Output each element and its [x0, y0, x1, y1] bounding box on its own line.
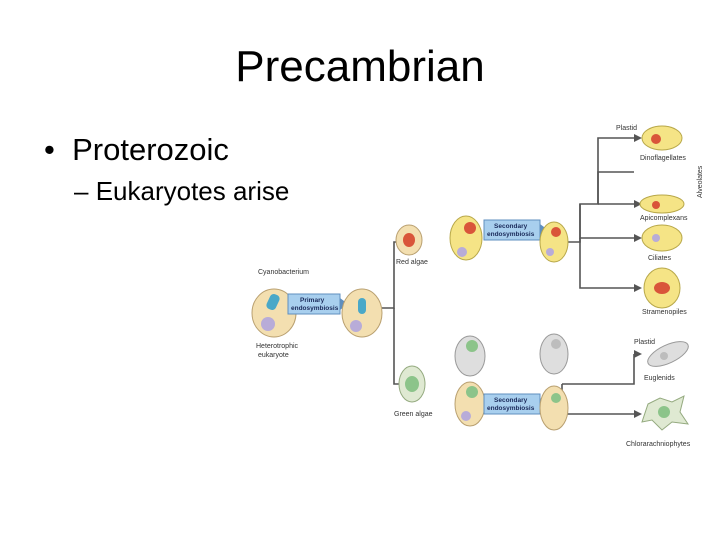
chlorarachniophytes-label: Chlorarachniophytes: [626, 441, 691, 448]
euglenid-cell: [647, 341, 689, 367]
primary-label-2: endosymbiosis: [291, 305, 339, 312]
dinoflagellates-label: Dinoflagellates: [640, 155, 686, 162]
primary-label-1: Primary: [300, 297, 325, 304]
green-secondary-result-upper: [539, 333, 569, 375]
apicomplexan-cell: [639, 194, 685, 214]
green-secondary-host-upper: [454, 335, 486, 377]
stramenopiles-label: Stramenopiles: [642, 309, 687, 316]
endosymbiosis-diagram: Cyanobacterium Heterotrophic eukaryote P…: [251, 125, 704, 448]
secondary-bottom-label-2: endosymbiosis: [487, 405, 535, 412]
green-secondary-result-lower: [539, 385, 569, 431]
ciliate-cell: [641, 224, 683, 252]
plastid-top-label: Plastid: [616, 125, 637, 132]
bullet-level1-text: Proterozoic: [72, 132, 229, 167]
top-secondary-box: Secondary endosymbiosis: [483, 219, 548, 241]
secondary-top-label-2: endosymbiosis: [487, 231, 535, 238]
cyanobacterium-label: Cyanobacterium: [258, 269, 309, 276]
ciliates-label: Ciliates: [648, 255, 671, 262]
dinoflagellate-cell: [641, 125, 683, 151]
euglenids-label: Euglenids: [644, 375, 675, 382]
secondary-bottom-label-1: Secondary: [494, 397, 528, 404]
bottom-secondary-box: Secondary endosymbiosis: [483, 393, 548, 415]
green-algae-cell: [398, 365, 426, 403]
primary-endosymbiosis-box: Primary endosymbiosis: [287, 293, 348, 315]
heterotroph-label-2: eukaryote: [258, 352, 289, 359]
slide-title: Precambrian: [235, 42, 485, 91]
top-secondary-result: [539, 221, 569, 263]
bullet-level2: – Eukaryotes arise: [74, 176, 290, 206]
red-algae-cell: [395, 224, 423, 256]
heterotroph-label-1: Heterotrophic: [256, 343, 299, 350]
red-algae-label: Red algae: [396, 259, 428, 266]
secondary-top-label-1: Secondary: [494, 223, 528, 230]
apicomplexans-label: Apicomplexans: [640, 215, 688, 222]
arrow-heads: [402, 134, 642, 418]
top-secondary-host-1: [449, 215, 483, 261]
green-algae-label: Green algae: [394, 411, 433, 418]
plastid-bottom-label: Plastid: [634, 339, 655, 346]
chlorarachniophyte-cell: [641, 395, 690, 431]
green-secondary-host-lower: [454, 381, 486, 427]
primary-host-cell: [341, 288, 383, 338]
stramenopile-cell: [643, 267, 681, 309]
bullet-level1: • Proterozoic: [44, 132, 229, 167]
bullet-level2-text: Eukaryotes arise: [95, 176, 290, 206]
alveolates-label: Alveolates: [697, 165, 704, 198]
cyanobacterium-cell: [251, 288, 297, 338]
